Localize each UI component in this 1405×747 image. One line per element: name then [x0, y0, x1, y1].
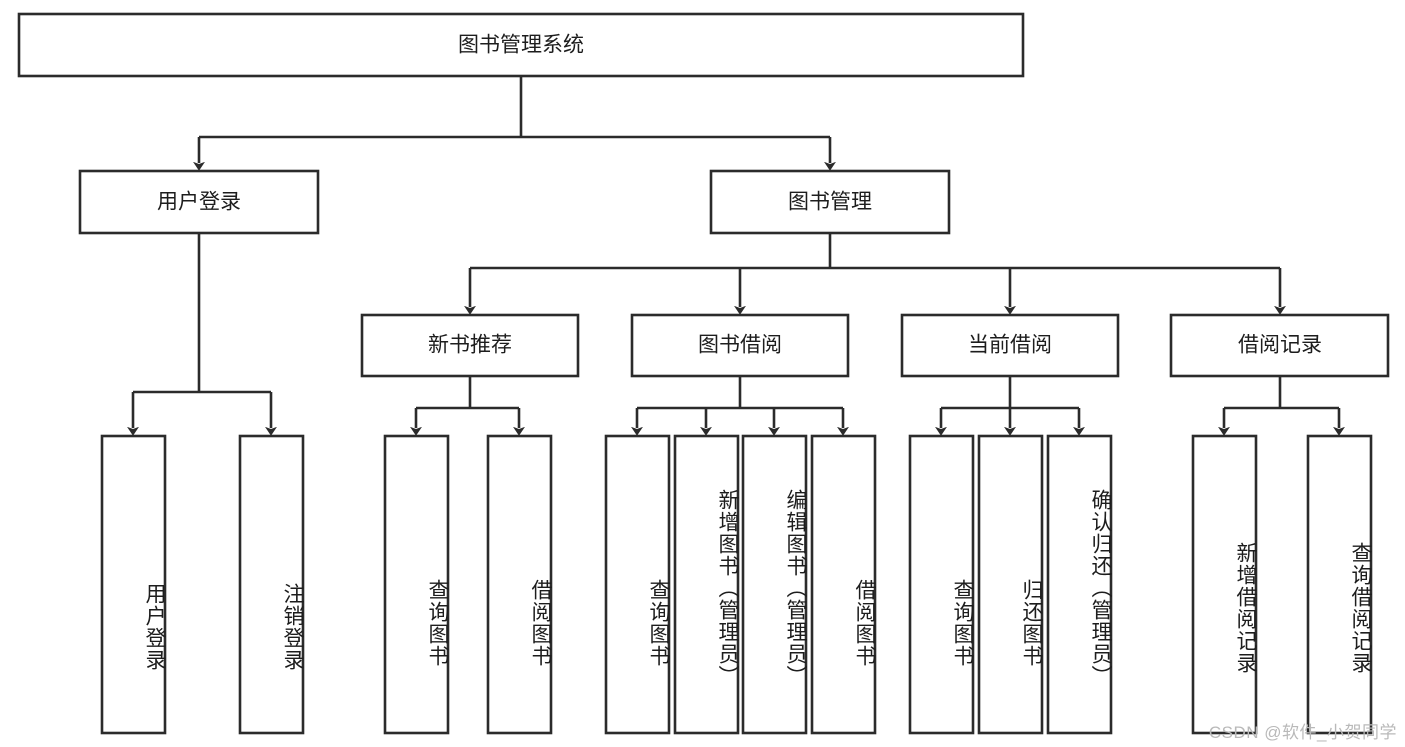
leaf-box-query-borrow-record[interactable]: [1306, 434, 1373, 735]
node-book-management-label: 图书管理: [788, 191, 872, 214]
node-new-book-recommend-box[interactable]: [360, 313, 580, 378]
node-book-borrow-label: 图书借阅: [698, 334, 782, 357]
leaf-box-confirm-return-admin[interactable]: [1046, 434, 1113, 735]
connector-group-root: [193, 76, 836, 171]
connector-group-current: [935, 376, 1085, 436]
node-current-borrow[interactable]: 当前借阅: [900, 313, 1120, 378]
connector-group-records: [1218, 376, 1345, 436]
leaf-box-query-books-1[interactable]: [383, 434, 450, 735]
node-book-management-box[interactable]: [709, 169, 951, 235]
leaf-box-return-books[interactable]: [977, 434, 1044, 735]
node-new-book-recommend[interactable]: 新书推荐: [360, 313, 580, 378]
csdn-watermark: CSDN @软件_小贺同学: [1208, 723, 1397, 742]
connector-group-user-login: [127, 233, 277, 436]
node-new-book-recommend-label: 新书推荐: [428, 334, 512, 357]
node-book-management[interactable]: 图书管理: [709, 169, 951, 235]
leaf-box-edit-book-admin[interactable]: [741, 434, 808, 735]
leaf-box-borrow-books-2[interactable]: [810, 434, 877, 735]
leaf-box-user-login[interactable]: [100, 434, 167, 735]
leaf-box-borrow-books-1[interactable]: [486, 434, 553, 735]
node-root[interactable]: 图书管理系统: [17, 12, 1025, 78]
leaf-box-query-books-2[interactable]: [604, 434, 671, 735]
leaf-box-logout[interactable]: [238, 434, 305, 735]
node-root-label: 图书管理系统: [458, 34, 584, 57]
node-user-login[interactable]: 用户登录: [78, 169, 320, 235]
connector-group-borrow: [631, 376, 849, 436]
node-user-login-box[interactable]: [78, 169, 320, 235]
node-book-borrow[interactable]: 图书借阅: [630, 313, 850, 378]
connector-group-book-mgmt: [464, 233, 1286, 315]
node-book-borrow-box[interactable]: [630, 313, 850, 378]
leaf-box-add-book-admin[interactable]: [673, 434, 740, 735]
connector-group-new-books: [410, 376, 525, 436]
node-borrow-records[interactable]: 借阅记录: [1169, 313, 1390, 378]
leaf-box-group: [100, 434, 1373, 735]
node-user-login-label: 用户登录: [157, 191, 241, 214]
node-borrow-records-box[interactable]: [1169, 313, 1390, 378]
node-current-borrow-label: 当前借阅: [968, 334, 1052, 357]
leaf-box-add-borrow-record[interactable]: [1191, 434, 1258, 735]
node-borrow-records-label: 借阅记录: [1238, 334, 1322, 357]
leaf-box-query-books-3[interactable]: [908, 434, 975, 735]
node-current-borrow-box[interactable]: [900, 313, 1120, 378]
node-root-box[interactable]: [17, 12, 1025, 78]
